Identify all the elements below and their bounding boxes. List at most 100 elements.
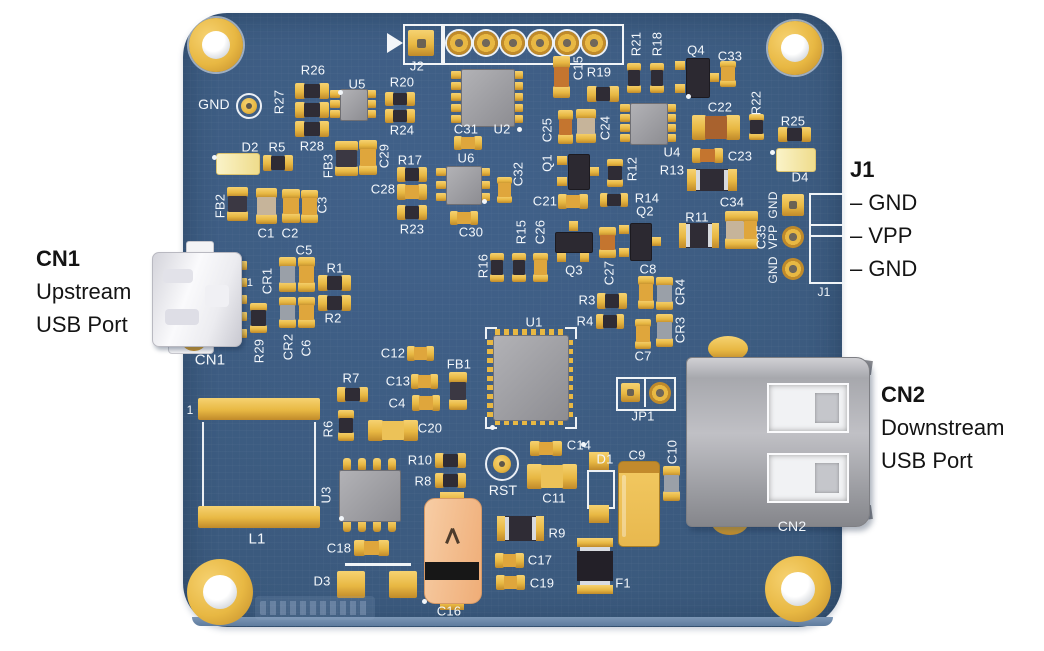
comp-gnd-tp bbox=[236, 93, 262, 119]
silk-label-c2: C2 bbox=[281, 225, 299, 241]
comp-r22 bbox=[748, 114, 764, 140]
comp-c25 bbox=[557, 110, 573, 144]
orientation-dot bbox=[517, 127, 522, 132]
comp-c33 bbox=[720, 61, 736, 87]
silk-label-u3: U3 bbox=[318, 486, 334, 504]
comp-j1 bbox=[780, 192, 845, 284]
silk-label-c17: C17 bbox=[527, 552, 553, 568]
comp-c3 bbox=[300, 189, 318, 223]
silk-label-r11: R11 bbox=[685, 209, 709, 225]
silk-label-u5: U5 bbox=[348, 76, 366, 92]
silk-label-gnd: GND bbox=[766, 256, 780, 284]
orientation-dot bbox=[339, 516, 344, 521]
silk-label-c31: C31 bbox=[453, 121, 479, 137]
annotation-j1-title: J1 bbox=[850, 157, 875, 182]
silk-label-c24: C24 bbox=[597, 115, 613, 141]
comp-r25 bbox=[777, 126, 811, 142]
comp-cr1 bbox=[278, 256, 296, 292]
comp-u5 bbox=[330, 89, 376, 121]
silk-label-r3: R3 bbox=[578, 292, 596, 308]
silk-label-u2: U2 bbox=[493, 121, 511, 137]
silk-label-r8: R8 bbox=[414, 473, 432, 489]
silk-label-f1: F1 bbox=[615, 575, 631, 591]
silk-label-gnd: GND bbox=[198, 96, 230, 112]
silk-label-1: 1 bbox=[246, 277, 254, 289]
comp-d4 bbox=[776, 148, 816, 172]
comp-c18 bbox=[353, 540, 389, 556]
silk-label-r27: R27 bbox=[271, 89, 287, 115]
comp-r16 bbox=[490, 252, 504, 282]
annotation-cn2-line1: Downstream bbox=[881, 415, 1005, 440]
comp-r5 bbox=[263, 155, 293, 171]
silk-label-c33: C33 bbox=[717, 48, 743, 64]
silk-label-c21: C21 bbox=[532, 193, 558, 209]
comp-r27 bbox=[295, 102, 329, 118]
annotation-j1-line2: – VPP bbox=[850, 223, 913, 248]
silk-label-r19: R19 bbox=[586, 64, 612, 80]
comp-rst-tp bbox=[485, 447, 519, 481]
silk-label-q1: Q1 bbox=[539, 154, 555, 172]
silk-label-c19: C19 bbox=[529, 575, 555, 591]
comp-f1 bbox=[577, 538, 613, 594]
comp-c23 bbox=[691, 147, 723, 163]
silk-label-c32: C32 bbox=[510, 161, 526, 187]
comp-r17 bbox=[397, 166, 427, 182]
silk-label-c30: C30 bbox=[458, 224, 484, 240]
orientation-dot bbox=[212, 155, 217, 160]
mounting-hole-bottom-right bbox=[765, 556, 831, 622]
comp-c13 bbox=[410, 373, 438, 389]
comp-c16 bbox=[424, 492, 482, 612]
annotation-cn1-title: CN1 bbox=[36, 246, 81, 271]
silk-label-c26: C26 bbox=[532, 219, 548, 245]
silk-label-q2: Q2 bbox=[636, 203, 654, 219]
comp-c9 bbox=[618, 461, 660, 547]
comp-r6 bbox=[338, 409, 354, 441]
silk-label-r14: R14 bbox=[634, 190, 660, 206]
silk-label-r21: R21 bbox=[628, 31, 644, 57]
comp-r20 bbox=[385, 92, 415, 106]
comp-q1 bbox=[557, 154, 599, 190]
orientation-dot bbox=[770, 150, 775, 155]
comp-c10 bbox=[662, 465, 680, 501]
silk-label-r12: R12 bbox=[624, 156, 640, 182]
silk-label-cr2: CR2 bbox=[280, 333, 296, 361]
silk-label-r13: R13 bbox=[659, 162, 685, 178]
silk-label-c7: C7 bbox=[634, 348, 652, 364]
silk-label-r6: R6 bbox=[320, 420, 336, 438]
silk-label-j2: J2 bbox=[409, 58, 425, 74]
comp-u4 bbox=[620, 103, 676, 145]
comp-fb3 bbox=[334, 140, 358, 176]
silk-label-r24: R24 bbox=[389, 122, 415, 138]
silk-label-c20: C20 bbox=[417, 420, 443, 436]
comp-r7 bbox=[336, 386, 368, 402]
silk-label-fb1: FB1 bbox=[446, 356, 472, 372]
orientation-dot bbox=[338, 90, 343, 95]
comp-c29 bbox=[359, 139, 377, 175]
silk-label-c14: C14 bbox=[566, 437, 592, 453]
silk-label-c9: C9 bbox=[628, 447, 646, 463]
silk-label-gnd: GND bbox=[766, 191, 780, 219]
silk-label-cn2: CN2 bbox=[777, 518, 807, 534]
comp-d2 bbox=[216, 153, 260, 175]
silk-label-c1: C1 bbox=[257, 225, 275, 241]
silk-label-fb3: FB3 bbox=[320, 153, 336, 179]
pcb-board-edge bbox=[192, 617, 833, 626]
comp-c14 bbox=[530, 440, 562, 456]
comp-c5 bbox=[297, 256, 315, 292]
comp-r11 bbox=[679, 222, 719, 248]
silk-label-q3: Q3 bbox=[565, 262, 583, 278]
comp-r13 bbox=[687, 169, 737, 191]
silk-label-r1: R1 bbox=[326, 260, 344, 276]
comp-c8 bbox=[638, 275, 654, 309]
orientation-dot bbox=[686, 94, 691, 99]
mounting-hole-top-right bbox=[768, 21, 822, 75]
comp-cr3 bbox=[655, 313, 673, 347]
comp-c32 bbox=[496, 177, 512, 203]
silk-label-c28: C28 bbox=[370, 181, 396, 197]
comp-j2 bbox=[385, 22, 624, 74]
silk-label-d2: D2 bbox=[241, 139, 259, 155]
comp-q4 bbox=[675, 58, 719, 98]
comp-r8 bbox=[434, 472, 466, 488]
silk-label-c29: C29 bbox=[376, 143, 392, 169]
annotation-cn1-line2: USB Port bbox=[36, 312, 128, 337]
